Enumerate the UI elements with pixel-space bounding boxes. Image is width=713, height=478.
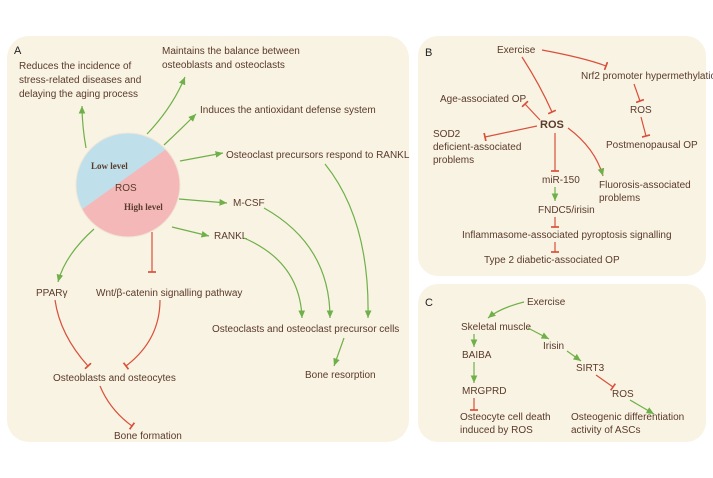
age-op-label: Age-associated OP [440, 94, 526, 105]
arrow-to-antioxidant [163, 113, 197, 146]
mir150-label: miR-150 [542, 175, 580, 186]
arrow-to-ppar [56, 228, 95, 283]
sirt3-label: SIRT3 [576, 363, 605, 374]
ros-c-label: ROS [612, 389, 634, 400]
mcsf-label: M-CSF [233, 198, 265, 209]
inhibit-ppar-osteoblasts [54, 299, 92, 370]
arrow-to-maintains [146, 76, 186, 135]
baiba-label: BAIBA [462, 350, 492, 361]
t2d-label: Type 2 diabetic-associated OP [484, 255, 620, 266]
osteocyte-death-label: Osteocyte cell death induced by ROS [460, 412, 553, 436]
fluorosis-label: Fluorosis-associated problems [599, 180, 694, 204]
high-level-label: High level [124, 202, 163, 212]
osteoblasts-label: Osteoblasts and osteocytes [53, 373, 176, 384]
inhibit-exercise-ros [521, 56, 557, 115]
exercise-b-label: Exercise [497, 45, 536, 56]
postmeno-label: Postmenopausal OP [606, 140, 698, 151]
inhibit-wnt-osteoblasts [122, 299, 161, 370]
nrf2-label: Nrf2 promoter hypermethylation [581, 71, 713, 82]
antioxidant-label: Induces the antioxidant defense system [200, 105, 376, 116]
arrow-to-rankl [171, 226, 210, 238]
arrow-to-mcsf [178, 198, 228, 206]
arrow-ros-osteogenic [629, 399, 655, 415]
panel-b [418, 36, 706, 276]
arrow-precursors-to-osteoclasts [324, 163, 372, 319]
arrow-to-reduces [78, 105, 87, 149]
exercise-c-label: Exercise [527, 297, 566, 308]
inhibit-ros-age-op [521, 100, 541, 121]
panel-b-letter: B [425, 47, 432, 59]
bone-resorption-label: Bone resorption [305, 370, 376, 381]
irisin-label: Irisin [543, 341, 564, 352]
fndc5-label: FNDC5/irisin [538, 205, 595, 216]
maintains-label: Maintains the balance between osteoblast… [162, 46, 303, 71]
osteogenic-label: Osteogenic differentiation activity of A… [571, 412, 687, 436]
inflam-label: Inflammasome-associated pyroptosis signa… [462, 230, 672, 241]
ppar-label: PPARγ [36, 288, 68, 299]
low-level-label: Low level [91, 161, 128, 171]
arrow-exercise-skeletal [487, 301, 525, 319]
inhibit-exercise-nrf2 [541, 49, 609, 71]
inhibit-ros-sod2 [483, 125, 538, 142]
bone-formation-label: Bone formation [114, 431, 182, 442]
reduces-label: Reduces the incidence of stress-related … [19, 61, 144, 100]
arrow-skeletal-irisin [527, 327, 550, 340]
arrow-rankl-to-osteoclasts [243, 237, 306, 319]
wnt-label: Wnt/β-catenin signalling pathway [96, 288, 242, 299]
panel-c-letter: C [425, 297, 433, 309]
inhibit-ros-postmeno [640, 116, 651, 138]
ros-level-circle [76, 133, 180, 237]
circle-ros-label: ROS [115, 183, 137, 194]
sod2-label: SOD2 deficient-associated problems [433, 129, 524, 166]
arrow-ros-fluorosis [567, 127, 605, 177]
inhibit-sirt3-ros [595, 374, 617, 391]
arrow-mcsf-to-osteoclasts [263, 207, 334, 319]
arrow-irisin-sirt3 [566, 350, 582, 362]
panel-a-letter: A [14, 45, 22, 57]
arrow-osteoclasts-to-resorption [333, 337, 345, 367]
osteoclasts-label: Osteoclasts and osteoclast precursor cel… [212, 324, 399, 335]
mrgprd-label: MRGPRD [462, 386, 506, 397]
inhibit-nrf2-ros [633, 83, 645, 104]
precursors-rankl-label: Osteoclast precursors respond to RANKL [226, 150, 410, 161]
ros-b-right-label: ROS [630, 105, 652, 116]
arrow-to-precursors [179, 151, 224, 162]
ros-b-main-label: ROS [540, 119, 564, 131]
skeletal-muscle-label: Skeletal muscle [461, 322, 531, 333]
rankl-label: RANKL [214, 231, 248, 242]
inhibit-osteoblasts-formation [99, 385, 136, 430]
